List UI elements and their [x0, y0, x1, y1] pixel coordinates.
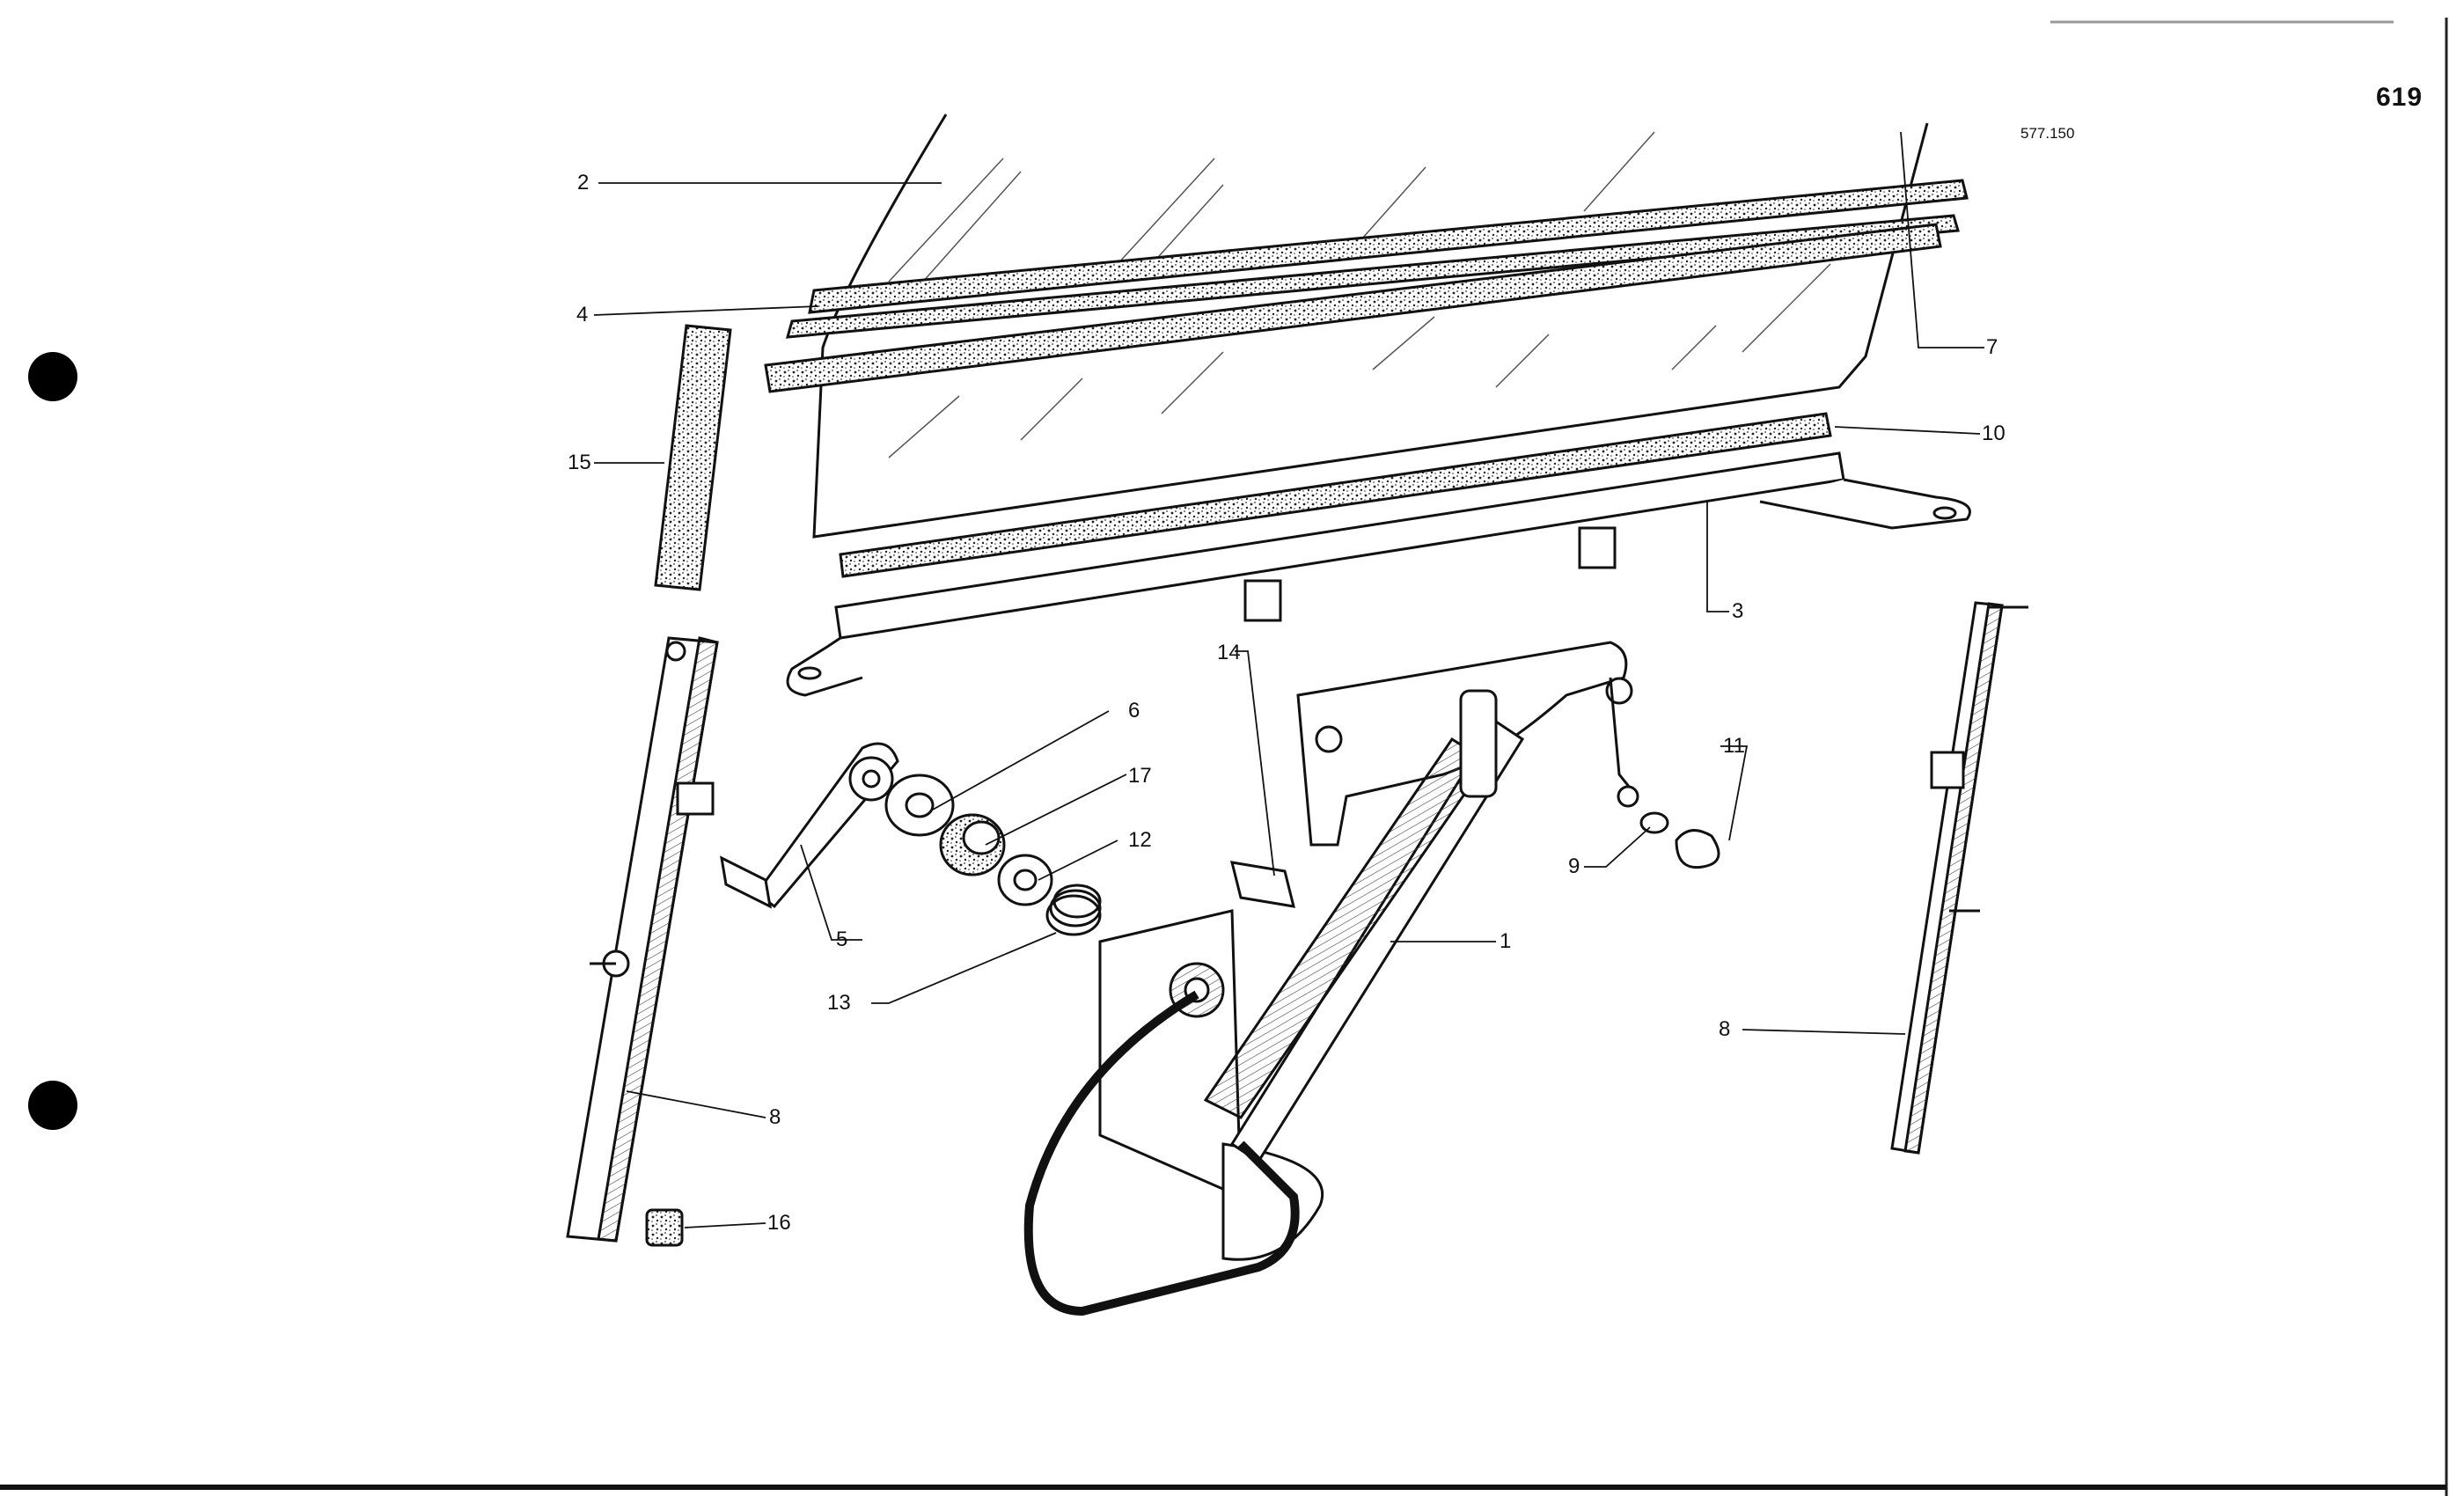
callout-11: 11 [1723, 734, 1745, 758]
upper-guide-channel [764, 179, 1969, 393]
callout-14: 14 [1217, 641, 1241, 664]
page-number: 619 [2376, 83, 2424, 112]
right-guide-rail [1890, 601, 2028, 1155]
retaining-clip [1229, 861, 1296, 908]
callout-3: 3 [1732, 599, 1744, 623]
callout-16: 16 [767, 1211, 791, 1235]
callout-10: 10 [1982, 422, 2006, 445]
callout-12: 12 [1128, 828, 1152, 852]
clip-11 [1675, 829, 1720, 869]
lower-glass-channel [786, 412, 1971, 697]
spring-washer [997, 854, 1053, 906]
callout-13: 13 [827, 991, 851, 1015]
callout-8-left: 8 [769, 1105, 781, 1129]
callout-8-right: 8 [1719, 1017, 1731, 1041]
callout-1: 1 [1500, 929, 1512, 953]
callout-15: 15 [568, 451, 591, 474]
binder-hole-top [28, 352, 77, 401]
callout-7: 7 [1986, 335, 1998, 359]
callout-4: 4 [576, 303, 589, 326]
callout-17: 17 [1128, 764, 1152, 788]
leader-lines [593, 131, 1984, 1228]
window-glass [812, 114, 1929, 539]
callout-6: 6 [1128, 699, 1140, 722]
window-crank-handle [720, 742, 899, 909]
left-guide-rail [566, 636, 719, 1243]
drawing-reference: 577.150 [2020, 125, 2075, 142]
rubber-pad [645, 1208, 684, 1247]
window-regulator [1023, 641, 1639, 1316]
callout-5: 5 [836, 928, 848, 951]
callout-9: 9 [1568, 854, 1580, 878]
callout-2: 2 [577, 171, 590, 194]
escutcheon-washer [884, 774, 955, 837]
front-guide-piece [654, 324, 732, 591]
crank-bushing [939, 813, 1006, 876]
binder-hole-bottom [28, 1081, 77, 1130]
coil-spring [1045, 884, 1102, 936]
nut-9 [1639, 811, 1669, 834]
